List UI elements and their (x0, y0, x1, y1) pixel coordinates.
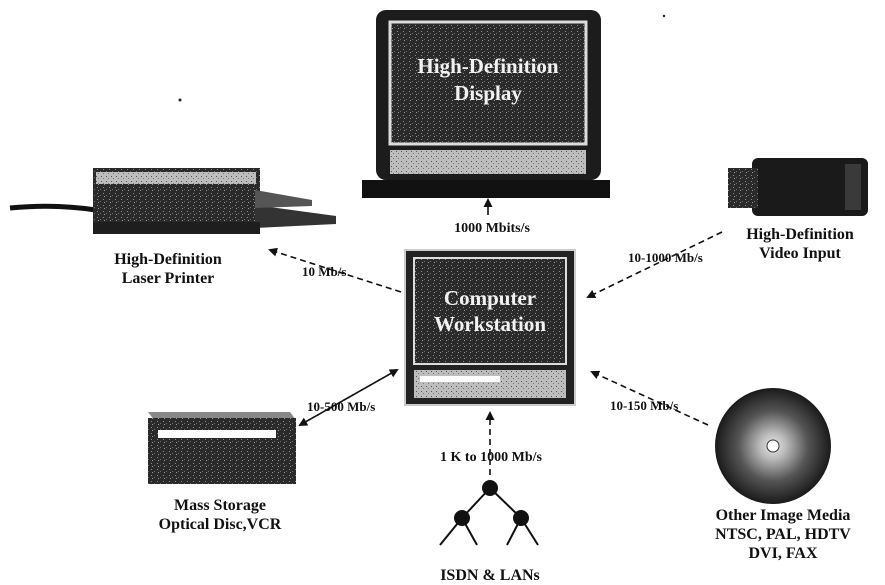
display-screen (388, 20, 588, 146)
storage-label-line2: Optical Disc,VCR (159, 516, 282, 533)
printer-top (96, 172, 256, 184)
video-label-line1: High-Definition (746, 226, 854, 243)
printer-base (93, 222, 260, 234)
media-label-line2: NTSC, PAL, HDTV (715, 526, 851, 543)
rate-storage: 10-500 Mb/s (307, 399, 375, 414)
storage-body (148, 418, 296, 484)
printer-cable (9, 203, 97, 213)
camera-body (752, 158, 868, 216)
workstation-drive-slot (420, 376, 500, 382)
laser-printer (9, 168, 336, 234)
mass-storage-device (148, 412, 296, 484)
hd-display-monitor: High-Definition Display (362, 10, 610, 198)
camera-lens (728, 168, 758, 208)
display-title-line1: High-Definition (417, 54, 558, 78)
camera-viewfinder (845, 164, 861, 210)
arrow-from-media (590, 370, 709, 426)
network-node-left (454, 510, 470, 526)
display-control-panel (390, 150, 586, 174)
workstation-screen (413, 257, 567, 365)
workstation-title-line2: Workstation (434, 312, 546, 336)
printer-label-line2: Laser Printer (122, 270, 215, 287)
arrow-to-printer (268, 247, 402, 293)
network-node-right (513, 510, 529, 526)
printer-label-line1: High-Definition (114, 251, 222, 268)
network-node-root (482, 480, 498, 496)
network-tree (439, 480, 539, 546)
storage-slot (158, 430, 276, 438)
workstation-title-line1: Computer (444, 286, 536, 310)
rate-network: 1 K to 1000 Mb/s (440, 450, 542, 465)
rate-printer: 10 Mb/s (302, 264, 346, 279)
storage-label-line1: Mass Storage (174, 497, 266, 514)
display-base (362, 180, 610, 198)
computer-workstation: Computer Workstation (404, 249, 576, 406)
printer-paper-tray-upper (255, 205, 336, 228)
workstation-panel (414, 370, 566, 398)
printer-paper-tray-lower (255, 190, 312, 208)
arrow-from-video (586, 231, 723, 298)
display-title-line2: Display (454, 81, 522, 105)
media-label-line3: DVI, FAX (748, 545, 817, 562)
network-label: ISDN & LANs (440, 567, 540, 584)
arrow-workstation-to-storage (298, 369, 398, 426)
scan-speck (178, 98, 182, 102)
rate-display: 1000 Mbits/s (454, 221, 530, 236)
video-label-line2: Video Input (759, 245, 841, 262)
rate-video: 10-1000 Mb/s (628, 250, 703, 265)
scan-speck (662, 14, 666, 18)
disc-hole (766, 439, 780, 453)
optical-disc (715, 388, 831, 504)
video-camera (728, 158, 868, 216)
rate-media: 10-150 Mb/s (610, 398, 678, 413)
media-label-line1: Other Image Media (716, 507, 851, 524)
